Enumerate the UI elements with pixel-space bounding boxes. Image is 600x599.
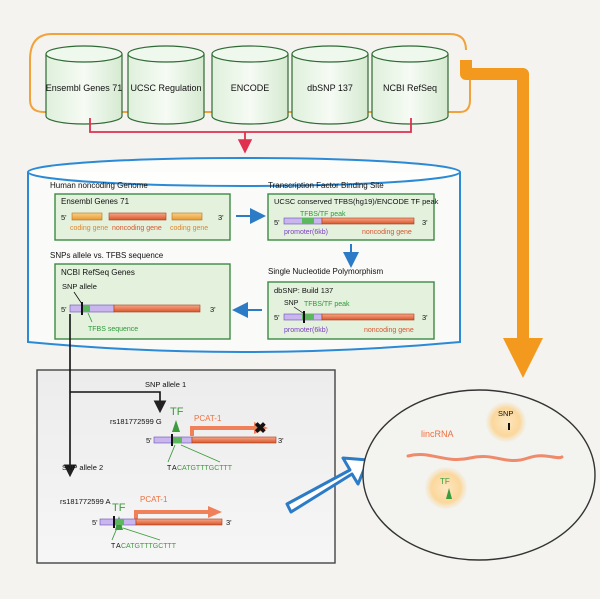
lincrna-strand xyxy=(406,453,564,463)
svg-text:TF: TF xyxy=(440,477,450,486)
svg-text:SNP allele 2: SNP allele 2 xyxy=(62,463,103,472)
database-label: UCSC Regulation xyxy=(130,83,201,93)
svg-text:TF: TF xyxy=(170,406,184,418)
svg-text:3': 3' xyxy=(210,305,216,314)
tf-bubble xyxy=(425,467,467,509)
svg-text:CATGTTTGCTTT: CATGTTTGCTTT xyxy=(121,543,177,550)
svg-text:promoter(6kb): promoter(6kb) xyxy=(284,229,328,236)
database-refseq: NCBI RefSeq xyxy=(371,45,449,125)
svg-text:noncoding gene: noncoding gene xyxy=(364,327,414,334)
svg-text:CATGTTTGCTTT: CATGTTTGCTTT xyxy=(177,465,233,472)
panel-title: dbSNP: Build 137 xyxy=(274,286,333,295)
database-ensembl: Ensembl Genes 71 xyxy=(45,45,123,125)
coding-gene-block xyxy=(171,212,203,221)
svg-text:coding gene: coding gene xyxy=(70,225,108,232)
svg-text:3': 3' xyxy=(278,436,284,445)
allele-2: SNP allele 2 rs181772599 A TF PCAT-1 5' … xyxy=(60,463,232,550)
section-snp: Single Nucleotide Polymorphism xyxy=(268,267,384,276)
database-label: ENCODE xyxy=(231,83,270,93)
svg-text:A: A xyxy=(172,465,177,472)
panel-title: UCSC conserved TFBS(hg19)/ENCODE TF peak xyxy=(274,197,439,206)
snp-mark xyxy=(303,311,305,323)
svg-text:5': 5' xyxy=(274,313,280,322)
tfbs-block xyxy=(302,218,314,224)
panel-tfbs: UCSC conserved TFBS(hg19)/ENCODE TF peak… xyxy=(267,193,439,241)
section-noncoding: Human noncoding Genome xyxy=(50,181,148,190)
tf-triangle xyxy=(446,488,452,499)
block-x-icon: ✖ xyxy=(254,420,267,437)
svg-text:5': 5' xyxy=(61,213,67,222)
red-connector xyxy=(89,118,412,150)
database-label: Ensembl Genes 71 xyxy=(46,83,123,93)
panel-ensembl: Ensembl Genes 71 5' 3' coding gene nonco… xyxy=(54,193,231,241)
svg-text:3': 3' xyxy=(226,518,232,527)
gene-block xyxy=(321,217,415,225)
panel-refseq: NCBI RefSeq Genes SNP allele 5' 3' TFBS … xyxy=(54,263,231,340)
svg-text:3': 3' xyxy=(422,313,428,322)
branch-arrow-allele1 xyxy=(70,391,167,414)
snp-bubble xyxy=(486,402,526,442)
section-snp-vs-tfbs: SNPs allele vs. TFBS sequence xyxy=(50,251,164,260)
svg-text:5': 5' xyxy=(92,518,98,527)
svg-text:T: T xyxy=(111,543,116,550)
svg-text:TFBS/TF peak: TFBS/TF peak xyxy=(300,211,346,218)
svg-text:noncoding gene: noncoding gene xyxy=(362,229,412,236)
svg-text:SNP: SNP xyxy=(498,409,513,418)
noncoding-gene-block xyxy=(108,212,167,221)
svg-text:T: T xyxy=(167,465,172,472)
database-cylinders: Ensembl Genes 71 UCSC Regulation ENCODE … xyxy=(45,45,449,125)
database-label: NCBI RefSeq xyxy=(383,83,437,93)
section-tfbs: Transcription Factor Binding Site xyxy=(268,181,384,190)
database-dbsnp: dbSNP 137 xyxy=(291,45,369,125)
database-bracket xyxy=(29,33,467,61)
lincrna-label: lincRNA xyxy=(421,429,454,439)
panel-dbsnp: dbSNP: Build 137 SNP TFBS/TF peak 5' 3' … xyxy=(267,281,435,340)
snp-mark xyxy=(508,423,510,430)
coding-gene-block xyxy=(71,212,103,221)
svg-text:noncoding gene: noncoding gene xyxy=(112,225,162,232)
svg-text:3': 3' xyxy=(422,218,428,227)
allele-1: SNP allele 1 rs181772599 G TF PCAT-1 ✖ 5… xyxy=(110,380,284,472)
big-orange-arrow xyxy=(460,60,529,340)
database-ucsc: UCSC Regulation xyxy=(127,45,205,125)
tf-triangle xyxy=(172,420,180,432)
svg-text:SNP: SNP xyxy=(284,300,299,307)
svg-text:5': 5' xyxy=(146,436,152,445)
svg-text:TFBS/TF peak: TFBS/TF peak xyxy=(304,301,350,308)
snp-mark xyxy=(81,302,83,315)
svg-text:SNP allele: SNP allele xyxy=(62,282,97,291)
database-encode: ENCODE xyxy=(211,45,289,125)
allele-panel xyxy=(36,369,336,564)
svg-text:rs181772599 A: rs181772599 A xyxy=(60,497,110,506)
svg-text:5': 5' xyxy=(274,218,280,227)
svg-text:TF: TF xyxy=(112,502,126,514)
database-label: dbSNP 137 xyxy=(307,83,353,93)
svg-text:promoter(6kb): promoter(6kb) xyxy=(284,327,328,334)
result-ellipse: lincRNA SNP TF xyxy=(362,389,596,561)
svg-text:rs181772599 G: rs181772599 G xyxy=(110,417,162,426)
svg-text:TFBS sequence: TFBS sequence xyxy=(88,326,138,333)
panel-title: Ensembl Genes 71 xyxy=(61,197,130,206)
svg-text:PCAT-1: PCAT-1 xyxy=(140,495,168,504)
svg-text:3': 3' xyxy=(218,213,224,222)
svg-text:SNP allele 1: SNP allele 1 xyxy=(145,380,186,389)
svg-text:5': 5' xyxy=(61,305,67,314)
panel-title: NCBI RefSeq Genes xyxy=(61,268,135,277)
svg-text:coding gene: coding gene xyxy=(170,225,208,232)
svg-text:PCAT-1: PCAT-1 xyxy=(194,414,222,423)
svg-text:A: A xyxy=(116,543,121,550)
